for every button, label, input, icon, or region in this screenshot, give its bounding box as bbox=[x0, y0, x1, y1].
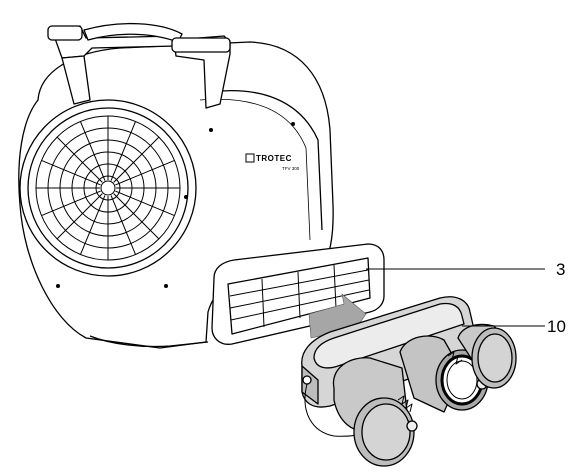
grille-spoke bbox=[115, 190, 175, 217]
handle-cap-left bbox=[47, 25, 83, 41]
grille-spoke bbox=[113, 136, 160, 183]
fan-base-foot bbox=[89, 335, 209, 348]
grille-spoke bbox=[41, 159, 101, 186]
adapter-top-face bbox=[313, 302, 465, 369]
grille-spoke bbox=[56, 136, 103, 183]
housing-screws bbox=[56, 122, 295, 288]
callout-label-3: 3 bbox=[556, 260, 565, 279]
carry-handle-grip-left bbox=[61, 55, 91, 105]
outlet-louvres bbox=[229, 264, 370, 328]
nozzle-right-rim bbox=[477, 333, 513, 383]
fan-hub bbox=[100, 180, 116, 196]
handle-cap-right bbox=[171, 37, 231, 53]
fan-grille bbox=[35, 115, 181, 261]
grille-spoke bbox=[56, 193, 103, 240]
grille-spoke bbox=[79, 195, 106, 255]
nozzle-left-rim bbox=[361, 403, 411, 461]
grille-spoke bbox=[110, 195, 137, 255]
coupling-springs bbox=[397, 351, 463, 413]
model-label: TFV 300 bbox=[282, 166, 300, 171]
grille-spoke bbox=[113, 193, 160, 240]
grille-spoke bbox=[110, 121, 137, 181]
nozzle-left-knob bbox=[406, 420, 418, 432]
hose-adapter bbox=[301, 296, 517, 467]
brand-logo: TROTEC TFV 300 bbox=[245, 153, 300, 171]
grille-spoke bbox=[79, 121, 106, 181]
adapter-clip bbox=[302, 375, 312, 385]
grille-spoke bbox=[41, 190, 101, 217]
callouts bbox=[366, 268, 545, 327]
grille-spoke bbox=[115, 159, 175, 186]
nozzle-middle-ring-inner bbox=[446, 360, 478, 400]
brand-logo-text: TROTEC bbox=[256, 154, 292, 163]
callout-label-10: 10 bbox=[547, 317, 566, 336]
fan-side-panel-edge bbox=[209, 90, 323, 231]
air-outlet bbox=[89, 243, 385, 348]
